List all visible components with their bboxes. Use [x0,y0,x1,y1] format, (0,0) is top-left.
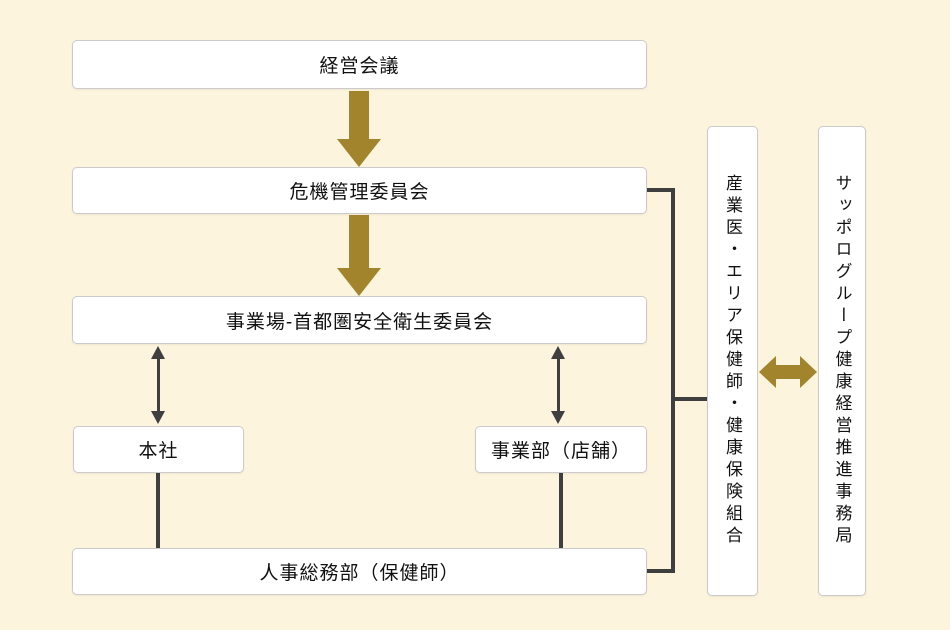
node-occupational-physician-group: 産業医・エリア保健師・健康保険組合 [707,126,758,596]
arrow-head-right [800,356,817,388]
arrow-shaft [349,91,369,139]
arrow-head-down [151,411,165,424]
double-arrow-vertical-icon [151,346,165,424]
down-arrow-icon [337,215,381,296]
node-label: 経営会議 [319,56,400,77]
node-label: 本社 [138,441,179,462]
node-label: 危機管理委員会 [289,182,430,203]
double-arrow-horizontal-icon [759,356,817,388]
connector-top-horizontal [647,188,675,192]
connector-bottom-horizontal [647,569,675,573]
stem-head-office-to-hr [156,473,160,548]
arrow-shaft [776,365,800,379]
node-hr-general-affairs: 人事総務部（保健師） [72,548,647,595]
node-sapporo-group-office: サッポログループ健康経営推進事務局 [818,126,866,596]
stem-business-division-to-hr [559,473,563,548]
arrow-stem [556,359,560,411]
arrow-head [337,139,381,167]
node-label: サッポログループ健康経営推進事務局 [832,174,852,548]
node-label: 人事総務部（保健師） [259,563,460,584]
arrow-shaft [349,215,369,268]
node-head-office: 本社 [73,426,244,473]
node-label: 事業場-首都圏安全衛生委員会 [225,311,494,333]
arrow-head-down [551,411,565,424]
down-arrow-icon [337,91,381,167]
node-site-safety-committee: 事業場-首都圏安全衛生委員会 [72,296,647,344]
arrow-head-up [551,346,565,359]
node-label: 事業部（店舗） [490,441,631,462]
arrow-stem [156,359,160,411]
node-label: 産業医・エリア保健師・健康保険組合 [723,174,742,548]
connector-middle-horizontal [671,397,707,401]
arrow-head-up [151,346,165,359]
arrow-head-left [759,356,776,388]
node-business-division-stores: 事業部（店舗） [475,426,647,473]
arrow-head [337,268,381,296]
double-arrow-vertical-icon [551,346,565,424]
node-management-meeting: 経営会議 [72,40,647,89]
connector-vertical [671,188,675,573]
node-crisis-management-committee: 危機管理委員会 [72,167,647,214]
